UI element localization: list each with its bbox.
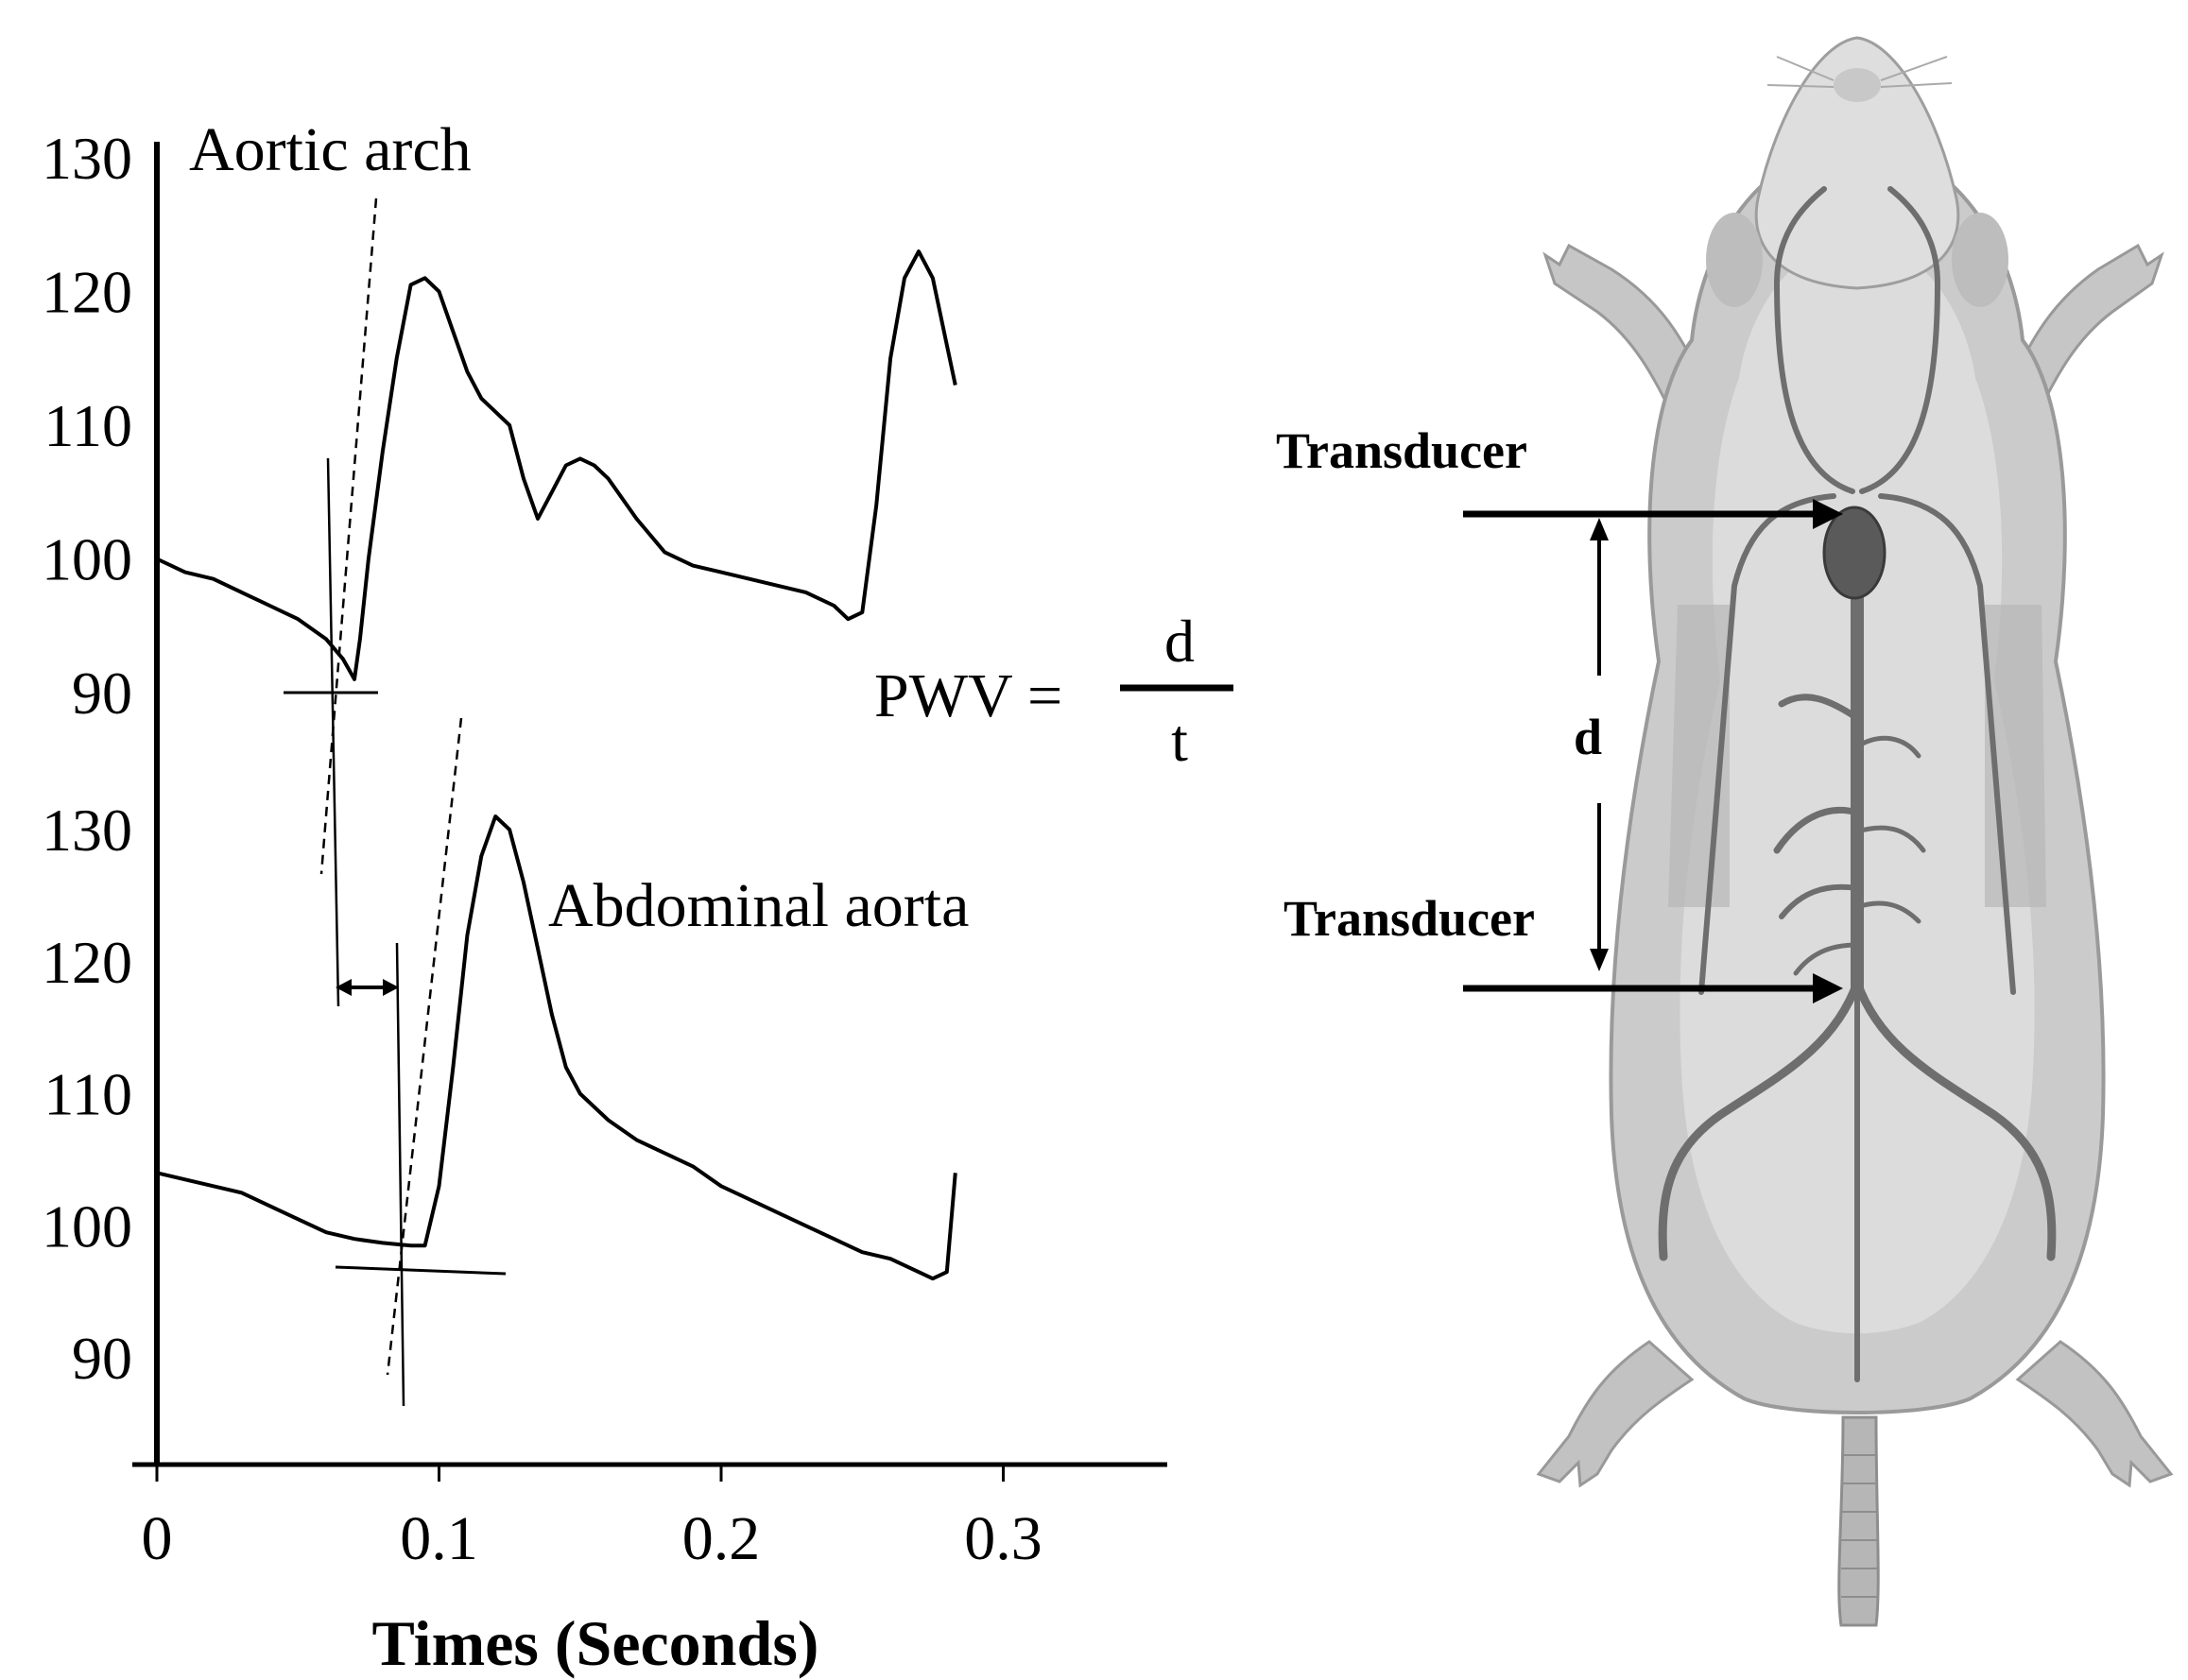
transducer-label-top: Transducer	[1276, 422, 1527, 479]
panel-label-abdominal-aorta: Abdominal aorta	[548, 871, 969, 940]
y-tick-label: 130	[42, 125, 132, 192]
foot-construction-abdominal-aorta	[335, 717, 507, 1407]
x-tick-label: 0.2	[682, 1504, 761, 1573]
waveform-abdominal-aorta	[156, 814, 957, 1281]
y-axis-labels-aortic-arch: 130 120 110 100 90	[42, 125, 132, 727]
x-tick-label: 0	[142, 1504, 173, 1573]
rat-ear-right	[1952, 213, 2008, 307]
branch-3	[1773, 806, 1861, 854]
x-axis-title: Times (Seconds)	[372, 1607, 819, 1679]
branch-7	[1793, 942, 1860, 976]
tail-rings	[1841, 1454, 1877, 1598]
distance-label: d	[1574, 709, 1602, 765]
x-axis-ticks: 0 0.1 0.2 0.3	[142, 1465, 1042, 1573]
panel-label-aortic-arch: Aortic arch	[189, 115, 472, 184]
upstroke-tangent-aortic-arch	[319, 197, 378, 875]
transducer-arrow-bottom	[1463, 973, 1843, 1003]
rat-head	[1754, 36, 1960, 290]
pwv-formula: PWV = d t	[874, 608, 1233, 774]
waveform-aortic-arch	[156, 249, 957, 681]
y-tick-label: 110	[43, 392, 132, 459]
y-tick-label: 90	[72, 1325, 132, 1392]
foot-baseline-abdominal-aorta	[335, 1265, 507, 1276]
transducer-arrow-top	[1463, 499, 1843, 529]
y-tick-label: 110	[43, 1061, 132, 1128]
rat-nose	[1834, 68, 1881, 102]
x-tick-label: 0.3	[964, 1504, 1042, 1573]
transducer-annotations: Transducer Transducer d	[1276, 422, 1843, 1003]
rat-hind-leg-right	[2015, 1340, 2174, 1488]
y-tick-label: 120	[42, 929, 132, 996]
distance-arrow	[1590, 518, 1609, 971]
iliac-left	[1658, 978, 1862, 1261]
formula-numerator: d	[1164, 608, 1195, 675]
rat-foreleg-left	[1542, 243, 1703, 419]
y-axis-labels-abdominal-aorta: 130 120 110 100 90	[42, 797, 132, 1392]
y-tick-label: 90	[72, 660, 132, 727]
y-tick-label: 100	[42, 526, 132, 593]
subclavian-right	[1878, 493, 2016, 995]
y-tick-label: 100	[42, 1192, 132, 1260]
foot-vertical-abdominal-aorta	[395, 942, 405, 1407]
rat-whiskers	[1766, 56, 1953, 88]
rat-hind-leg-left	[1536, 1340, 1695, 1488]
formula-lhs: PWV =	[874, 661, 1062, 730]
upstroke-tangent-abdominal-aorta	[386, 717, 463, 1376]
y-tick-label: 120	[42, 259, 132, 326]
carotid-right	[1859, 186, 1941, 494]
branch-4	[1854, 825, 1926, 853]
x-tick-label: 0.1	[400, 1504, 478, 1573]
foot-construction-aortic-arch	[284, 197, 378, 1007]
branch-2	[1854, 735, 1921, 759]
rat-heart	[1822, 506, 1887, 600]
rat-foreleg-right	[2011, 243, 2164, 420]
transit-time-arrow	[336, 979, 399, 996]
rat-illustration	[1536, 36, 2174, 1627]
rat-ear-left	[1706, 213, 1763, 307]
transducer-label-bottom: Transducer	[1284, 890, 1535, 947]
y-tick-label: 130	[42, 797, 132, 864]
iliac-right	[1852, 978, 2057, 1261]
rat-tail	[1837, 1415, 1880, 1627]
branch-1	[1778, 694, 1861, 722]
formula-denominator: t	[1171, 707, 1188, 774]
pwv-waveform-chart: 0 0.1 0.2 0.3 130 120 110 100 90 130 120 110 100 90…	[42, 115, 1167, 1679]
carotid-left	[1773, 186, 1855, 494]
branch-5	[1779, 883, 1860, 919]
branch-6	[1854, 900, 1921, 924]
